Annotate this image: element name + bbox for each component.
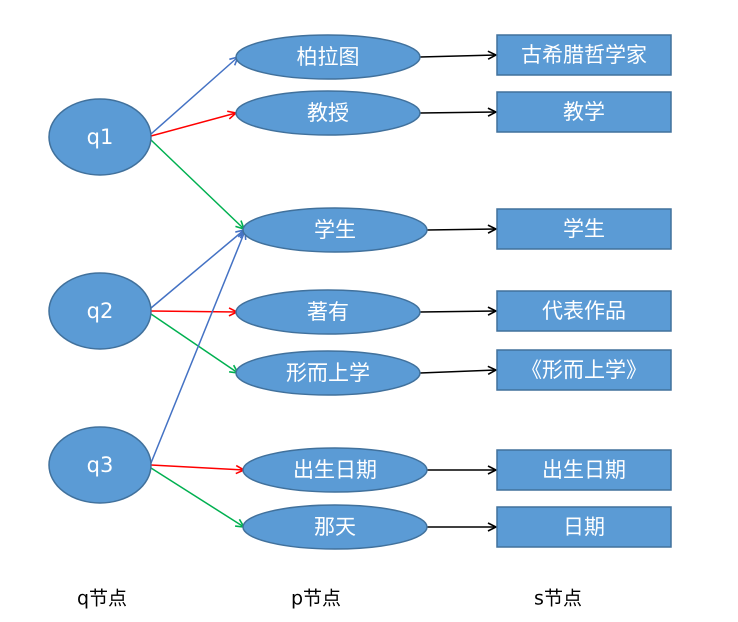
- edge-q1-p1: [150, 113, 236, 137]
- edge-q2-p4: [150, 313, 238, 373]
- p-node-label: 著有: [307, 300, 349, 324]
- p-node-label: 教授: [307, 101, 349, 125]
- p-node-label: 形而上学: [286, 361, 370, 385]
- p-node-birthdate: 出生日期: [242, 447, 428, 493]
- p-node-label: 那天: [314, 515, 356, 539]
- edge-p1-s1: [419, 112, 496, 113]
- edge-p0-s0: [419, 55, 496, 57]
- s-node-date: 日期: [496, 506, 672, 548]
- s-node-metaphysics-book: 《形而上学》: [496, 349, 672, 391]
- s-node-student: 学生: [496, 208, 672, 250]
- q-node-label: q2: [87, 299, 114, 323]
- q-node-q3: q3: [48, 426, 152, 504]
- s-column-label: s节点: [534, 588, 582, 610]
- p-node-plato: 柏拉图: [235, 34, 421, 80]
- s-node-label: 学生: [563, 217, 605, 241]
- edge-q2-p2: [150, 230, 244, 309]
- edge-p4-s4: [419, 370, 496, 373]
- p-node-student: 学生: [242, 207, 428, 253]
- p-node-teach: 教授: [235, 90, 421, 136]
- edge-q2-p3: [150, 311, 237, 312]
- p-node-label: 柏拉图: [297, 45, 360, 69]
- s-node-birthdate: 出生日期: [496, 449, 672, 491]
- s-node-label: 日期: [563, 515, 605, 539]
- q-node-label: q3: [87, 453, 114, 477]
- edge-q3-p2: [150, 231, 245, 464]
- p-node-thatday: 那天: [242, 504, 428, 550]
- edge-q3-p6: [150, 467, 244, 527]
- p-node-metaphysics: 形而上学: [235, 350, 421, 396]
- s-node-teaching: 教学: [496, 91, 672, 133]
- p-node-label: 出生日期: [293, 458, 377, 482]
- p-node-label: 学生: [314, 218, 356, 242]
- edge-p3-s3: [419, 311, 496, 312]
- s-node-representative-work: 代表作品: [496, 290, 672, 332]
- edge-q1-p2: [150, 139, 244, 229]
- edge-p2-s2: [426, 229, 496, 230]
- s-node-label: 教学: [563, 100, 605, 124]
- q-node-label: q1: [87, 125, 114, 149]
- s-node-greek-philosopher: 古希腊哲学家: [496, 34, 672, 76]
- s-node-label: 代表作品: [542, 299, 626, 323]
- s-node-label: 出生日期: [542, 458, 626, 482]
- q-node-q2: q2: [48, 272, 152, 350]
- p-node-authored: 著有: [235, 289, 421, 335]
- edge-q1-p0: [150, 57, 238, 135]
- q-column-label: q节点: [77, 588, 127, 610]
- s-node-label: 古希腊哲学家: [521, 43, 647, 67]
- edge-q3-p5: [150, 464, 244, 470]
- q-node-q1: q1: [48, 98, 152, 176]
- s-node-label: 《形而上学》: [521, 358, 647, 382]
- p-column-label: p节点: [291, 588, 341, 610]
